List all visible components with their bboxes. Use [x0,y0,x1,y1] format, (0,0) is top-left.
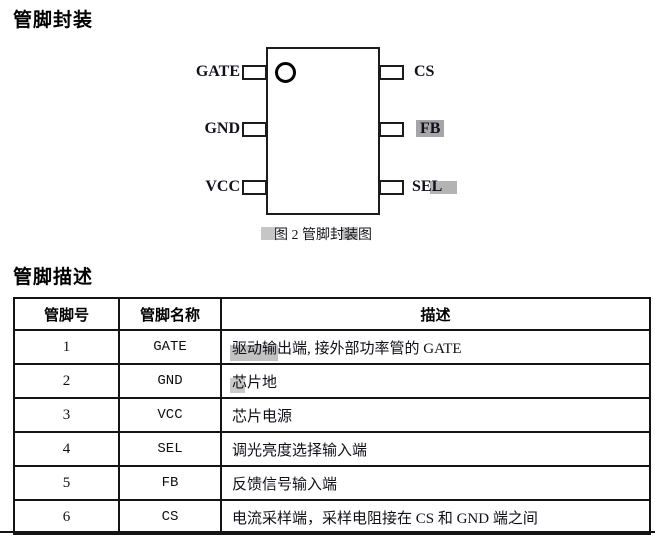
header-pin-name: 管脚名称 [118,297,222,331]
pin-label-cs: CS [414,63,435,80]
pin-label-gnd: GND [204,120,240,137]
scan-smudge [261,227,276,240]
table-row: 2 GND 芯片地 [13,363,651,399]
pin-name-cell: GND [118,363,222,399]
table-header-row: 管脚号 管脚名称 描述 [13,297,651,331]
pin-lead-fb [379,122,404,137]
pin-no-cell: 6 [13,499,120,535]
pin-lead-vcc [242,180,267,195]
pin-no-cell: 3 [13,397,120,433]
scan-smudge [342,227,358,240]
pin-desc-cell: 调光亮度选择输入端 [220,431,651,467]
pin-name-cell: VCC [118,397,222,433]
pin-desc-cell: 驱动输出端, 接外部功率管的 GATE [220,329,651,365]
pin-lead-sel [379,180,404,195]
pin-no-cell: 5 [13,465,120,501]
pin-lead-gnd [242,122,267,137]
pin1-marker-icon [275,62,296,83]
table-row: 5 FB 反馈信号输入端 [13,465,651,501]
table-row: 3 VCC 芯片电源 [13,397,651,433]
pin-name-cell: CS [118,499,222,535]
pin-description-table: 管脚号 管脚名称 描述 1 GATE 驱动输出端, 接外部功率管的 GATE 2… [13,297,651,535]
scan-smudge [430,181,457,194]
pin-no-cell: 4 [13,431,120,467]
section-title-pin-package: 管脚封装 [13,10,94,31]
pin-desc-cell: 芯片地 [220,363,651,399]
table-row: 6 CS 电流采样端，采样电阻接在 CS 和 GND 端之间 [13,499,651,535]
header-pin-number: 管脚号 [13,297,120,331]
pin-desc-cell: 芯片电源 [220,397,651,433]
pin-name-cell: SEL [118,431,222,467]
pin-lead-gate [242,65,267,80]
pin-lead-cs [379,65,404,80]
pin-name-cell: FB [118,465,222,501]
header-description: 描述 [220,297,651,331]
pin-label-fb: FB [416,120,445,137]
figure-caption: 图 2 管脚封装图 [274,228,372,243]
pin-no-cell: 1 [13,329,120,365]
pin-label-gate: GATE [195,63,240,80]
pin-no-cell: 2 [13,363,120,399]
section-title-pin-description: 管脚描述 [13,267,94,288]
table-row: 1 GATE 驱动输出端, 接外部功率管的 GATE [13,329,651,365]
pin-name-cell: GATE [118,329,222,365]
pin-label-vcc: VCC [205,178,240,195]
pin-label-sel: SEL [412,178,443,195]
table-row: 4 SEL 调光亮度选择输入端 [13,431,651,467]
pin-desc-cell: 反馈信号输入端 [220,465,651,501]
pin-desc-cell: 电流采样端，采样电阻接在 CS 和 GND 端之间 [220,499,651,535]
